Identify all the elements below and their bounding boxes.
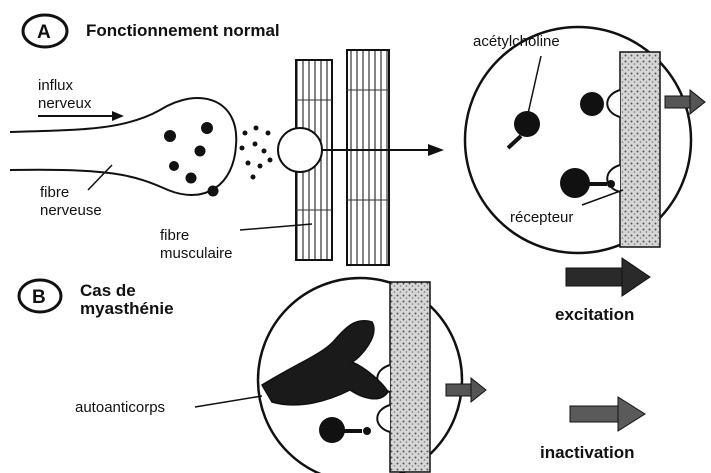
- fibre-nerveuse-label-1: fibre: [40, 184, 69, 201]
- panel-b-title-2: myasthénie: [80, 299, 174, 318]
- marker-b-label: B: [32, 287, 46, 308]
- zoom-circle-small: [278, 128, 322, 172]
- autoanticorps-pointer: [195, 396, 262, 407]
- panel-a-title: Fonctionnement normal: [86, 21, 280, 40]
- panel-b-title-1: Cas de: [80, 281, 136, 300]
- synapse-zoom-b: [258, 278, 486, 473]
- synaptic-vesicles: [164, 122, 219, 197]
- fibre-nerveuse-pointer: [88, 165, 112, 190]
- nerveux-label: nerveux: [38, 95, 92, 112]
- inactivation-legend-arrow: [570, 397, 645, 431]
- fibre-nerveuse-label-2: nerveuse: [40, 202, 102, 219]
- released-acetylcholine-dots: [240, 126, 273, 180]
- acetylcholine-label: acétylcholine: [473, 33, 560, 50]
- excitation-label: excitation: [555, 305, 634, 324]
- marker-a-label: A: [37, 22, 51, 43]
- synapse-zoom-a: [465, 27, 705, 253]
- marker-b: B: [19, 280, 61, 312]
- fibre-musculaire-label-2: musculaire: [160, 245, 233, 262]
- panel-b: B Cas de myasthénie autoanticorps: [19, 278, 486, 473]
- panel-a: A Fonctionnement normal influx nerveux: [10, 15, 705, 265]
- marker-a: A: [23, 15, 67, 47]
- bound-ligand: [580, 92, 604, 116]
- fibre-musculaire-label-1: fibre: [160, 227, 189, 244]
- recepteur-label: récepteur: [510, 209, 573, 226]
- influx-label: influx: [38, 77, 74, 94]
- excitation-legend-arrow: [566, 258, 650, 296]
- influx-arrow: [38, 111, 124, 121]
- legend: excitation inactivation: [540, 258, 650, 462]
- autoanticorps-label: autoanticorps: [75, 399, 165, 416]
- inactivation-label: inactivation: [540, 443, 634, 462]
